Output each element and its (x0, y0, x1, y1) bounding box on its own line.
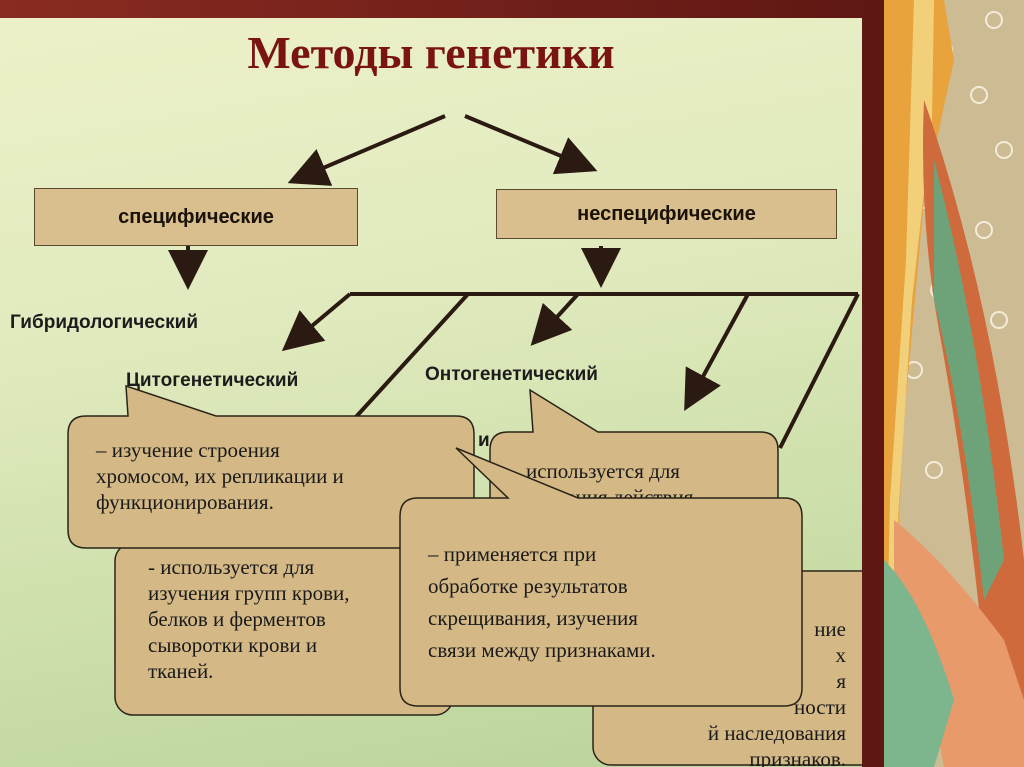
method-cyto: Цитогенетический (126, 370, 299, 391)
biochem-line-2: изучения групп крови, (148, 581, 350, 605)
cyto-line-1: – изучение строения (96, 438, 280, 462)
twin-line-4: ности (794, 695, 846, 719)
arrow-to-nonspecific (464, 114, 598, 175)
method-onto: Онтогенетический (425, 364, 598, 385)
slide-title: Методы генетики (247, 27, 615, 78)
arrow-branch-2 (353, 292, 470, 420)
biochem-line-5: тканей. (148, 659, 214, 683)
twin-line-1: ние (814, 617, 846, 641)
hybrid-line-3: скрещивания, изучения (428, 606, 638, 630)
arrow-branch-5 (778, 293, 860, 449)
twin-line-6: признаков. (749, 747, 846, 767)
specific-box: специфические (34, 188, 358, 246)
diagram-arrows (168, 114, 860, 449)
biochem-line-1: - используется для (148, 555, 315, 579)
hybrid-line-2: обработке результатов (428, 574, 628, 598)
cyto-line-2: хромосом, их репликации и (96, 464, 344, 488)
biochem-line-4: сыворотки крови и (148, 633, 318, 657)
arrow-branch-4 (684, 293, 750, 412)
method-partial-i: и (478, 430, 490, 451)
nonspecific-label: неспецифические (577, 202, 756, 225)
twin-line-2: х (835, 643, 847, 667)
arrow-branch-1 (281, 292, 352, 352)
hybrid-line-4: связи между признаками. (428, 638, 656, 662)
nonspecific-box: неспецифические (496, 189, 837, 239)
method-hybrid: Гибридологический (10, 312, 198, 333)
twin-line-5: й наследования (707, 721, 846, 745)
hybrid-line-1: – применяется при (428, 542, 597, 566)
bubble-cyto: – изучение строения хромосом, их реплика… (66, 384, 476, 550)
specific-label: специфические (118, 205, 274, 228)
onto-line-1: используется для (526, 459, 680, 483)
cyto-line-3: функционирования. (96, 490, 274, 514)
slide-canvas: Методы генетики специфические неспецифич… (0, 18, 862, 767)
twin-line-3: я (836, 669, 846, 693)
bubble-biochem: - используется для изучения групп крови,… (114, 542, 454, 716)
bubble-hybrid: – применяется при обработке результатов … (398, 447, 804, 708)
arrow-branch-3 (530, 292, 580, 346)
biochem-line-3: белков и ферментов (148, 607, 326, 631)
arrow-to-specific (287, 114, 446, 186)
floral-pattern-decoration (884, 0, 1024, 767)
decorative-side-panel (884, 0, 1024, 767)
